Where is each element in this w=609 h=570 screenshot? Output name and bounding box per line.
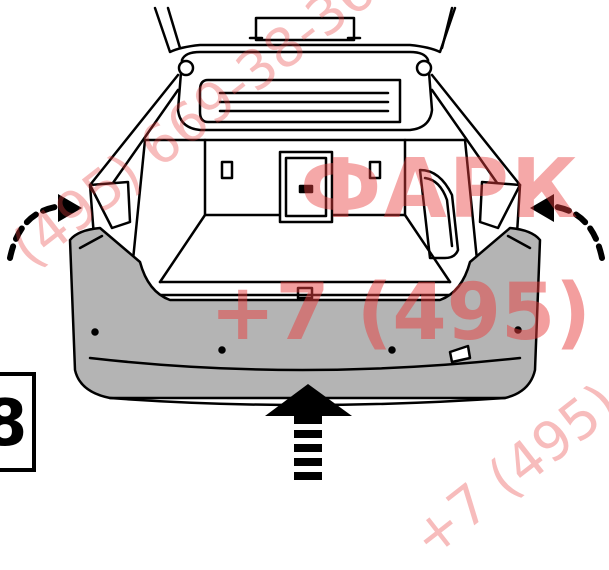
tailgate-door [176,50,434,132]
tow-hook-cover [448,344,472,364]
right-latch [368,160,382,180]
body-frame [88,73,522,252]
left-latch [220,160,234,180]
curved-arrow-left-icon [530,194,605,261]
left-taillight [88,180,132,230]
tailgate-handle-panel [198,78,402,124]
step-number: 8 [0,392,27,456]
up-arrow-icon [265,384,352,480]
right-taillight [478,180,522,230]
installation-diagram [7,6,605,480]
side-compartment [418,168,460,260]
curved-arrow-right-icon [7,194,82,261]
step-number-box: 8 [0,372,36,472]
tailgate [153,6,457,132]
trunk-interior [130,138,480,300]
